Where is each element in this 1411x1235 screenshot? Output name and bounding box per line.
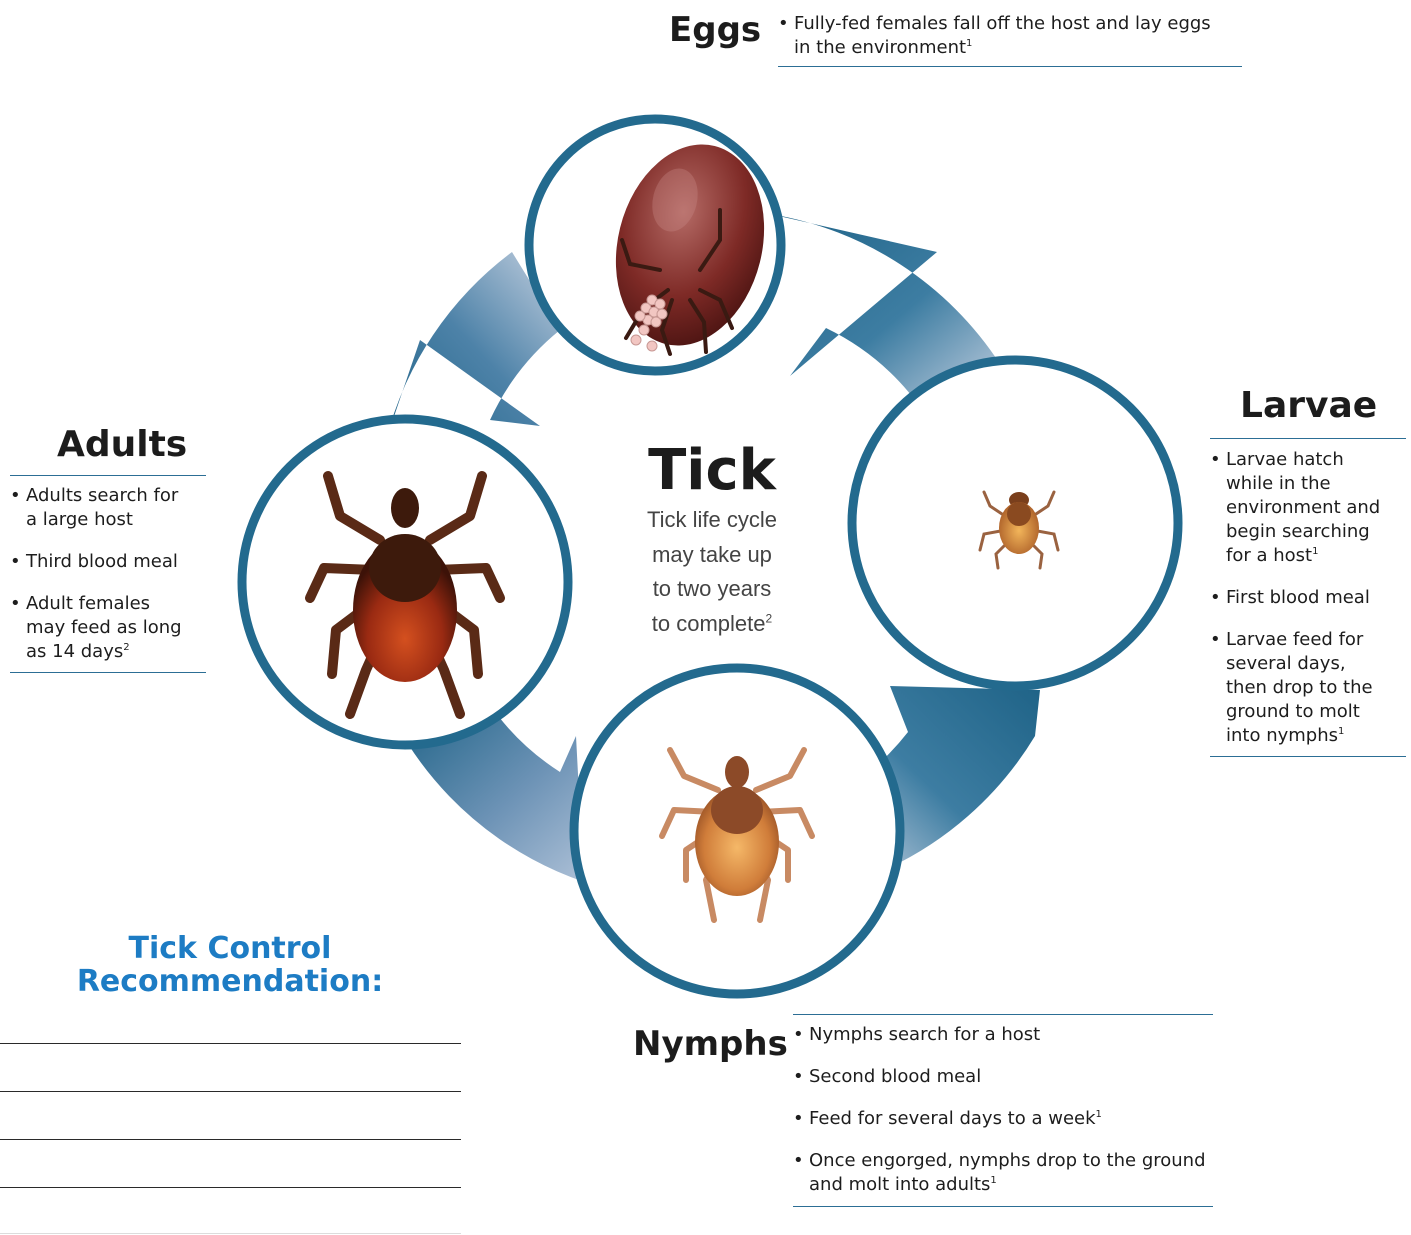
larvae-rule-top: [1210, 438, 1406, 439]
recommendation-write-line[interactable]: [0, 1187, 461, 1188]
eggs-rule: [778, 66, 1242, 67]
eggs-bullet-1: Fully-fed females fall off the host and …: [778, 12, 1238, 60]
larvae-rule-bottom: [1210, 756, 1406, 757]
nymphs-bullet-4: Once engorged, nymphs drop to the ground…: [793, 1149, 1223, 1197]
recommendation-title: Tick Control Recommendation:: [40, 932, 420, 998]
nymphs-rule-bottom: [793, 1206, 1213, 1207]
recommendation-write-line[interactable]: [0, 1091, 461, 1092]
adults-title: Adults: [57, 424, 187, 465]
recommendation-write-line[interactable]: [0, 1139, 461, 1140]
larvae-bullet-2: First blood meal: [1210, 586, 1406, 610]
adults-bullet-2: Third blood meal: [10, 550, 206, 574]
larvae-title: Larvae: [1240, 385, 1377, 426]
nymphs-bullet-2: Second blood meal: [793, 1065, 1223, 1089]
eggs-title: Eggs: [669, 10, 761, 50]
adults-rule-top: [10, 475, 206, 476]
nymphs-rule-top: [793, 1014, 1213, 1015]
nymphs-bullet-3: Feed for several days to a week1: [793, 1107, 1223, 1131]
nymphs-bullets: Nymphs search for a host Second blood me…: [793, 1023, 1223, 1215]
center-title: Tick: [612, 438, 812, 503]
recommendation-write-line[interactable]: [0, 1043, 461, 1044]
center-note: Tick life cycle may take up to two years…: [602, 503, 822, 641]
adults-rule-bottom: [10, 672, 206, 673]
eggs-bullets: Fully-fed females fall off the host and …: [778, 12, 1238, 78]
nymphs-bullet-1: Nymphs search for a host: [793, 1023, 1223, 1047]
recommendation-write-line[interactable]: [0, 1233, 461, 1234]
nymphs-title: Nymphs: [633, 1024, 788, 1064]
